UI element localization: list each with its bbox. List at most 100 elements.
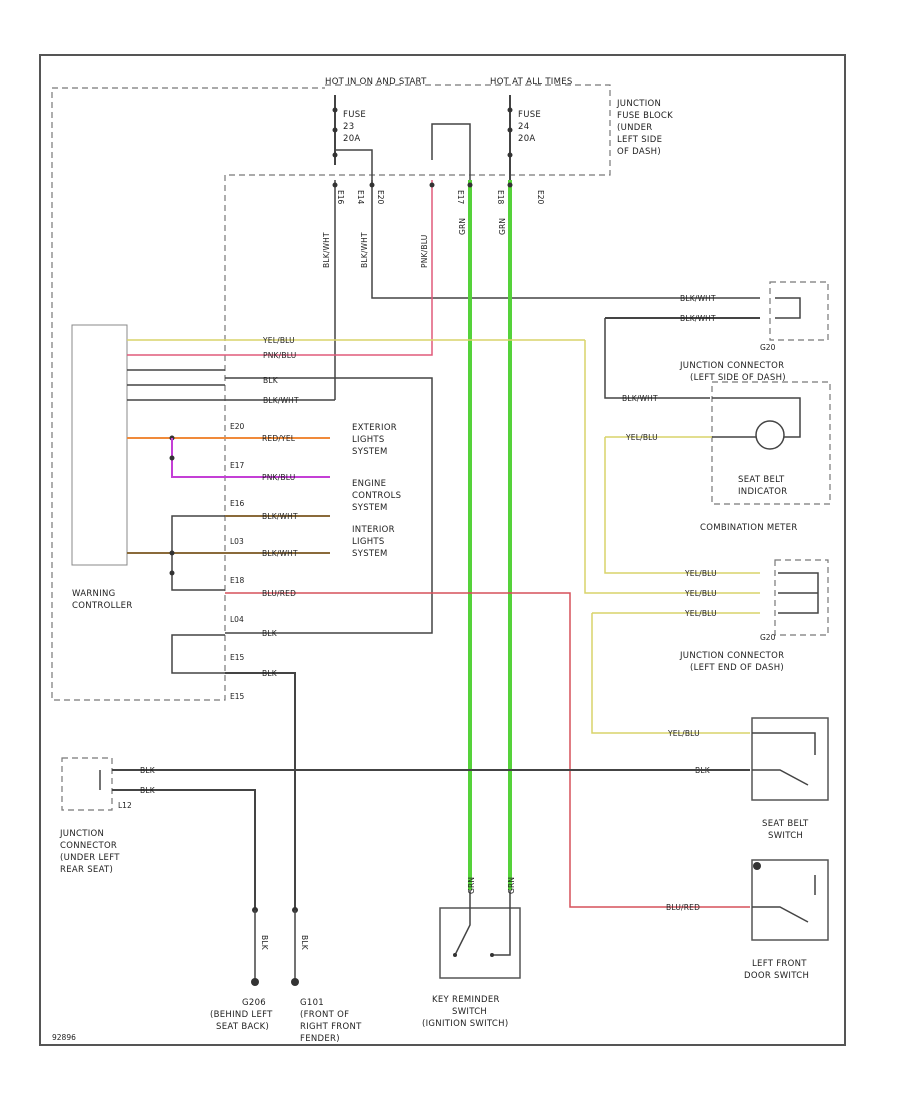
svg-text:G206: G206: [242, 998, 266, 1008]
svg-text:YEL/BLU: YEL/BLU: [684, 609, 717, 618]
svg-text:BLK: BLK: [263, 376, 279, 385]
svg-text:BLK/WHT: BLK/WHT: [262, 549, 298, 558]
svg-text:RED/YEL: RED/YEL: [262, 434, 296, 443]
svg-text:FUSE: FUSE: [518, 110, 541, 120]
exterior-system-wire: E20 RED/YEL EXTERIOR LIGHTS SYSTEM: [127, 422, 397, 457]
svg-text:BLK/WHT: BLK/WHT: [262, 512, 298, 521]
g20-top-connector: [769, 281, 829, 341]
wire-pnk-blu: [225, 180, 433, 356]
svg-text:BLK/WHT: BLK/WHT: [263, 396, 299, 405]
fuse-23: FUSE 23 20A: [332, 95, 366, 165]
svg-text:BLK: BLK: [300, 935, 309, 951]
hot-always-label: HOT AT ALL TIMES: [490, 77, 573, 87]
door-switch-label: LEFT FRONT: [752, 959, 807, 969]
svg-text:(LEFT SIDE OF DASH): (LEFT SIDE OF DASH): [690, 373, 786, 383]
svg-text:SWITCH: SWITCH: [768, 831, 803, 841]
combination-meter-label: COMBINATION METER: [700, 523, 798, 533]
svg-text:BLK: BLK: [260, 935, 269, 951]
svg-text:SYSTEM: SYSTEM: [352, 549, 388, 559]
svg-text:BLK: BLK: [262, 669, 278, 678]
svg-text:BLU/RED: BLU/RED: [262, 589, 296, 598]
svg-text:BLK/WHT: BLK/WHT: [360, 232, 369, 268]
seat-belt-switch-label: SEAT BELT: [762, 819, 809, 829]
ground-g206: BLK G206 (BEHIND LEFT SEAT BACK): [210, 907, 273, 1032]
svg-text:BLK/WHT: BLK/WHT: [680, 314, 716, 323]
svg-text:ENGINE: ENGINE: [352, 479, 386, 489]
svg-text:(FRONT OF: (FRONT OF: [300, 1010, 349, 1020]
svg-text:OF DASH): OF DASH): [617, 147, 661, 157]
door-switch: [751, 859, 829, 941]
svg-text:E20: E20: [376, 190, 385, 205]
svg-text:RIGHT FRONT: RIGHT FRONT: [300, 1022, 362, 1032]
footer-code: 92896: [52, 1033, 76, 1042]
l12-label: JUNCTION: [59, 829, 104, 839]
svg-text:20A: 20A: [518, 134, 536, 144]
svg-text:LIGHTS: LIGHTS: [352, 537, 385, 547]
g20-bottom-id: G20: [760, 633, 776, 642]
svg-text:E20: E20: [536, 190, 545, 205]
key-reminder-label: KEY REMINDER: [432, 995, 500, 1005]
svg-text:SEAT BACK): SEAT BACK): [216, 1022, 269, 1032]
engine-system-wire: E17 PNK/BLU ENGINE CONTROLS SYSTEM: [169, 438, 401, 513]
svg-text:GRN: GRN: [467, 877, 476, 894]
svg-text:CONTROLS: CONTROLS: [352, 491, 401, 501]
svg-text:YEL/BLU: YEL/BLU: [625, 433, 658, 442]
svg-text:L04: L04: [230, 615, 244, 624]
svg-text:LIGHTS: LIGHTS: [352, 435, 385, 445]
svg-text:(UNDER LEFT: (UNDER LEFT: [60, 853, 120, 863]
g20-bottom-connector: [774, 559, 829, 636]
l12-id: L12: [118, 801, 132, 810]
svg-text:SEAT BELT: SEAT BELT: [738, 475, 785, 485]
svg-text:E18: E18: [230, 576, 245, 585]
l12-connector: [61, 757, 113, 811]
svg-text:L03: L03: [230, 537, 244, 546]
svg-text:(IGNITION SWITCH): (IGNITION SWITCH): [422, 1019, 508, 1029]
fuse-block-pins: E16 E14 E20 E17 E18 E20: [336, 190, 545, 205]
g20-top-id: G20: [760, 343, 776, 352]
svg-text:YEL/BLU: YEL/BLU: [262, 336, 295, 345]
svg-text:23: 23: [343, 122, 354, 132]
svg-text:EXTERIOR: EXTERIOR: [352, 423, 397, 433]
vertical-wire-labels: BLK/WHT BLK/WHT PNK/BLU GRN GRN: [322, 218, 507, 268]
svg-text:GRN: GRN: [498, 218, 507, 235]
svg-text:BLK: BLK: [262, 629, 278, 638]
svg-text:CONNECTOR: CONNECTOR: [60, 841, 117, 851]
svg-text:(UNDER: (UNDER: [617, 123, 653, 133]
svg-text:YEL/BLU: YEL/BLU: [684, 569, 717, 578]
blu-red-wire: E18 BLU/RED: [225, 576, 750, 908]
svg-text:E18: E18: [496, 190, 505, 205]
svg-text:E17: E17: [456, 190, 465, 205]
svg-text:E16: E16: [230, 499, 245, 508]
seat-belt-switch: [751, 717, 829, 801]
fuse-24: FUSE 24 20A: [507, 95, 541, 185]
warning-controller-box: [71, 324, 128, 566]
controller-wire-labels: YEL/BLU PNK/BLU BLK BLK/WHT: [262, 336, 299, 405]
svg-text:YEL/BLU: YEL/BLU: [684, 589, 717, 598]
hot-run-start-label: HOT IN ON AND START: [325, 77, 427, 87]
svg-text:REAR SEAT): REAR SEAT): [60, 865, 113, 875]
svg-text:(BEHIND LEFT: (BEHIND LEFT: [210, 1010, 273, 1020]
svg-text:BLK: BLK: [140, 786, 156, 795]
svg-text:CONTROLLER: CONTROLLER: [72, 601, 133, 611]
svg-text:BLU/RED: BLU/RED: [666, 903, 700, 912]
svg-text:BLK/WHT: BLK/WHT: [680, 294, 716, 303]
combination-meter-box: [711, 381, 831, 505]
outer-frame: [39, 54, 846, 1046]
svg-text:YEL/BLU: YEL/BLU: [667, 729, 700, 738]
svg-text:E17: E17: [230, 461, 245, 470]
svg-text:FENDER): FENDER): [300, 1034, 340, 1044]
key-reminder-switch: [439, 907, 521, 979]
svg-text:PNK/BLU: PNK/BLU: [262, 473, 295, 482]
svg-text:E15: E15: [230, 653, 245, 662]
svg-text:SYSTEM: SYSTEM: [352, 503, 388, 513]
svg-text:LEFT SIDE: LEFT SIDE: [617, 135, 662, 145]
svg-text:PNK/BLU: PNK/BLU: [420, 235, 429, 268]
svg-text:E20: E20: [230, 422, 245, 431]
svg-text:SYSTEM: SYSTEM: [352, 447, 388, 457]
g20-bottom-label: JUNCTION CONNECTOR: [679, 651, 784, 661]
svg-text:GRN: GRN: [458, 218, 467, 235]
interior-system-wires: E16 L03 BLK/WHT BLK/WHT INTERIOR LIGHTS …: [127, 499, 395, 591]
svg-text:24: 24: [518, 122, 529, 132]
svg-text:DOOR SWITCH: DOOR SWITCH: [744, 971, 809, 981]
